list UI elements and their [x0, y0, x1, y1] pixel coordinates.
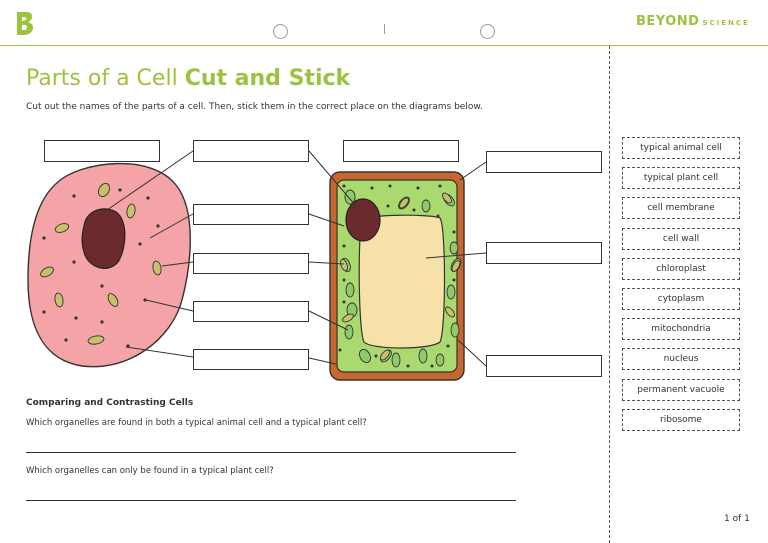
plant-vacuole [358, 214, 446, 349]
card-cytoplasm[interactable]: cytoplasm [622, 287, 740, 310]
card-typical-animal-cell[interactable]: typical animal cell [622, 137, 740, 159]
animal-mitochondria [40, 182, 162, 345]
card-permanent-vacuole[interactable]: permanent vacuole [622, 378, 740, 401]
brand-sub: SCIENCE [702, 19, 750, 27]
blank-box-plant-right-1[interactable] [486, 151, 602, 173]
question-2: Which organelles can only be found in a … [26, 466, 274, 476]
worksheet-title: Parts of a Cell Cut and Stick [26, 66, 350, 91]
card-chloroplast[interactable]: chloroplast [622, 257, 740, 280]
title-bold: Cut and Stick [184, 66, 351, 91]
title-light: Parts of a Cell [26, 66, 185, 91]
answer-line-1[interactable] [26, 452, 516, 453]
blank-box-animal-title[interactable] [44, 140, 160, 162]
punch-hole-left [273, 24, 288, 39]
punch-hole-right [480, 24, 495, 39]
blank-box-center-2[interactable] [193, 204, 309, 225]
card-ribosome[interactable]: ribosome [622, 408, 740, 431]
blank-box-plant-title[interactable] [343, 140, 459, 162]
plant-ribosomes [338, 184, 456, 368]
blank-box-center-4[interactable] [193, 301, 309, 322]
cut-line [609, 46, 610, 543]
animal-nucleus [81, 208, 126, 269]
cut-out-labels: typical animal cell typical plant cell c… [622, 137, 740, 439]
card-cell-membrane[interactable]: cell membrane [622, 197, 740, 220]
answer-line-2[interactable] [26, 500, 516, 501]
card-typical-plant-cell[interactable]: typical plant cell [622, 167, 740, 190]
plant-mitochondria [340, 192, 461, 361]
blank-box-center-3[interactable] [193, 253, 309, 274]
card-mitochondria[interactable]: mitochondria [622, 318, 740, 341]
blank-box-plant-right-2[interactable] [486, 242, 602, 264]
blank-box-plant-right-3[interactable] [486, 355, 602, 377]
plant-nucleus [345, 198, 381, 242]
brand-name: BEYOND [636, 14, 700, 29]
question-1: Which organelles are found in both a typ… [26, 418, 367, 428]
card-nucleus[interactable]: nucleus [622, 348, 740, 371]
section-title: Comparing and Contrasting Cells [26, 398, 194, 408]
blank-box-animal-1[interactable] [193, 140, 309, 162]
card-cell-wall[interactable]: cell wall [622, 227, 740, 250]
beyond-b-logo-icon [17, 12, 34, 35]
pointer-lines [103, 150, 487, 367]
center-mark [384, 24, 385, 34]
animal-cell [27, 162, 191, 368]
instructions: Cut out the names of the parts of a cell… [26, 102, 483, 112]
animal-ribosomes [42, 188, 160, 348]
plant-cell [329, 171, 465, 381]
page-number: 1 of 1 [724, 514, 750, 524]
blank-box-center-5[interactable] [193, 349, 309, 370]
plant-chloroplasts [341, 189, 462, 368]
